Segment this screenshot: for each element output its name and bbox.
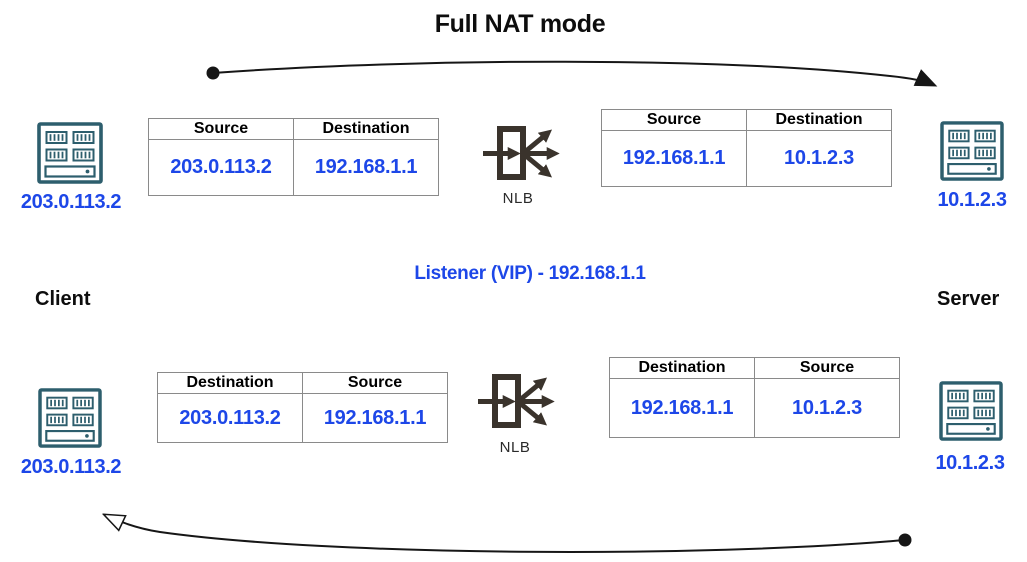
response-arrow-curve — [105, 515, 906, 553]
request-packet-table-server-side: Source Destination 192.168.1.1 10.1.2.3 — [601, 109, 892, 187]
response-flow-arrow — [105, 515, 912, 553]
client-server-rack-icon — [38, 388, 102, 448]
table-header-cell: Destination — [293, 118, 439, 140]
ip-value-cell: 203.0.113.2 — [157, 393, 303, 443]
ip-value-cell: 10.1.2.3 — [746, 130, 892, 187]
ip-value-cell: 10.1.2.3 — [754, 378, 900, 438]
server-ip-label: 10.1.2.3 — [937, 189, 1007, 211]
response-packet-table-server-side: Destination Source 192.168.1.1 10.1.2.3 — [609, 357, 900, 438]
client-server-rack-icon — [37, 122, 103, 184]
client-ip-label: 203.0.113.2 — [20, 191, 122, 213]
table-header-cell: Destination — [746, 109, 892, 131]
response-arrow-start-dot — [898, 533, 912, 547]
table-header-cell: Source — [601, 109, 747, 131]
page-title: Full NAT mode — [434, 10, 606, 38]
table-header-cell: Destination — [609, 357, 755, 379]
server-server-rack-icon — [940, 121, 1004, 181]
request-arrow-start-dot — [206, 66, 220, 80]
response-packet-table-client-side: Destination Source 203.0.113.2 192.168.1… — [157, 372, 448, 443]
ip-value-cell: 203.0.113.2 — [148, 139, 294, 196]
ip-value-cell: 192.168.1.1 — [293, 139, 439, 196]
table-header-cell: Destination — [157, 372, 303, 394]
server-role-label: Server — [937, 288, 1000, 310]
listener-vip-label: Listener (VIP) - 192.168.1.1 — [414, 263, 646, 284]
nlb-load-balancer-icon — [482, 124, 570, 184]
ip-value-cell: 192.168.1.1 — [609, 378, 755, 438]
client-role-label: Client — [35, 288, 91, 310]
table-header-cell: Source — [754, 357, 900, 379]
ip-value-cell: 192.168.1.1 — [302, 393, 448, 443]
nlb-label: NLB — [502, 190, 534, 207]
request-arrow-curve — [212, 60, 938, 87]
table-header-cell: Source — [302, 372, 448, 394]
server-server-rack-icon — [939, 381, 1003, 441]
nlb-load-balancer-icon — [477, 372, 565, 432]
table-header-cell: Source — [148, 118, 294, 140]
nlb-label: NLB — [499, 439, 531, 456]
ip-value-cell: 192.168.1.1 — [601, 130, 747, 187]
request-flow-arrow — [206, 60, 938, 87]
request-packet-table-client-side: Source Destination 203.0.113.2 192.168.1… — [148, 118, 439, 196]
client-ip-label: 203.0.113.2 — [20, 456, 122, 478]
server-ip-label: 10.1.2.3 — [935, 452, 1005, 474]
